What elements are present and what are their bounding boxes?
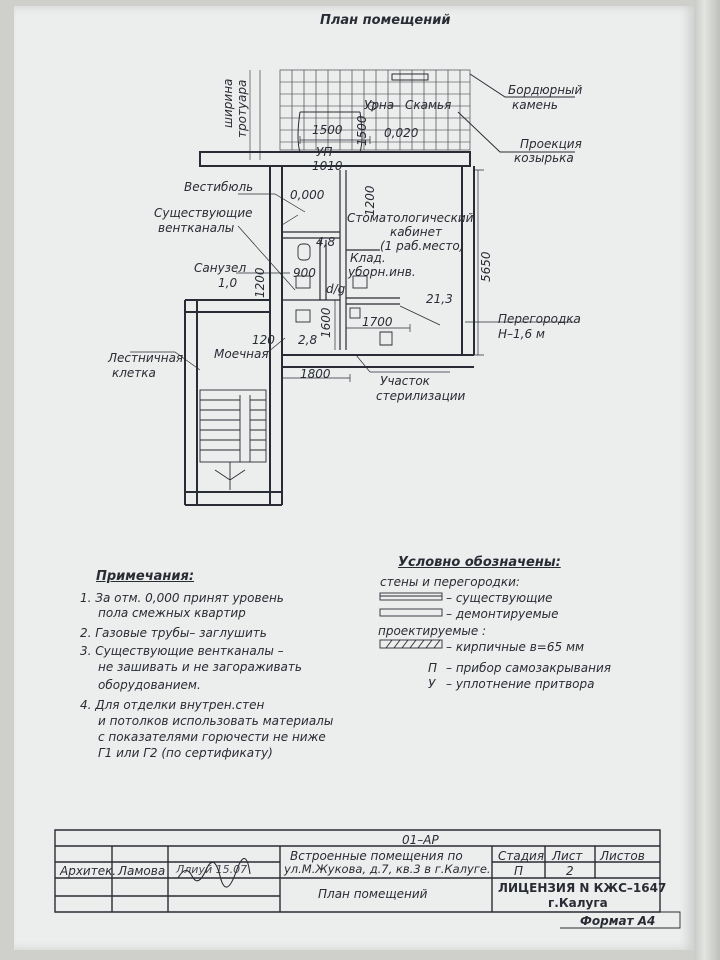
note-line: не зашивать и не загораживать [98, 660, 302, 674]
dim-120: 120 [252, 333, 275, 347]
dim-1600: 1600 [319, 307, 333, 338]
legend-designed: проектируемые : [378, 624, 487, 638]
legend-symbols [379, 592, 443, 649]
canopy-label-2: козырька [514, 151, 574, 165]
note-line: Г1 или Г2 (по сертификату) [98, 746, 273, 760]
legend-existing: – существующие [446, 591, 553, 605]
drawing-sheet [14, 6, 694, 950]
dim-1200-b: 1200 [253, 267, 267, 298]
paper-edge [694, 0, 720, 960]
author-name: Ламова [118, 864, 166, 878]
note-line: пола смежных квартир [98, 606, 246, 620]
curb-label-2: камень [512, 98, 558, 112]
urn-symbol [367, 101, 377, 111]
dim-900: 900 [293, 266, 316, 280]
curb-label-1: Бордюрный [508, 83, 583, 97]
legend-u-symbol: У [428, 677, 436, 691]
dim-dg: d/g [326, 282, 346, 296]
legend-p-symbol: П [428, 661, 438, 675]
legend-brick: – кирпичные в=65 мм [446, 640, 585, 654]
note-line: 1. За отм. 0,000 принят уровень [80, 591, 284, 605]
legend-u-text: – уплотнение притвора [446, 677, 595, 691]
dim-1700: 1700 [362, 315, 393, 329]
steril-label-2: стерилизации [376, 389, 466, 403]
object-desc-2: ул.М.Жукова, д.7, кв.3 в г.Калуге. [284, 862, 491, 876]
vestibule-label: Вестибюль [184, 180, 254, 194]
stair-label-2: клетка [112, 366, 156, 380]
sheet-header: Лист [552, 849, 583, 863]
walls [184, 151, 475, 506]
steril-label-1: Участок [380, 374, 430, 388]
vents-label-2: вентканалы [158, 221, 235, 235]
area-213: 21,3 [426, 292, 453, 306]
license: ЛИЦЕНЗИЯ N КЖС–1647 [498, 881, 667, 895]
area-28: 2,8 [298, 333, 318, 347]
note-line: оборудованием. [98, 678, 201, 692]
stair-label-1: Лестничная [108, 351, 184, 365]
leader-lines [130, 193, 575, 373]
doc-code: 01–АР [402, 833, 439, 847]
plan-title: План помещений [320, 13, 451, 28]
note-line: 2. Газовые трубы– заглушить [80, 626, 267, 640]
notes-heading: Примечания: [96, 569, 195, 584]
dim-1010: 1010 [312, 159, 343, 173]
legend-walls: стены и перегородки: [380, 575, 520, 589]
sidewalk-label-1: ширина [221, 78, 235, 128]
up-mark: УП [316, 145, 333, 159]
sheets-header: Листов [600, 849, 645, 863]
paper-format: Формат А4 [580, 914, 656, 928]
dim-1500-vertical: 1500 [355, 115, 369, 146]
note-line: и потолков использовать материалы [98, 714, 334, 728]
legend-demolished: – демонтируемые [446, 607, 559, 621]
paving-grid [279, 69, 471, 151]
dim-1200: 1200 [363, 185, 377, 216]
storage-label-1: Клад. [350, 251, 386, 265]
dim-1800: 1800 [300, 367, 331, 381]
vents-label-1: Существующие [154, 206, 253, 220]
stage-value: П [514, 864, 524, 878]
note-line: 3. Существующие вентканалы – [80, 644, 284, 658]
dental-label-1: Стоматологический [347, 211, 474, 225]
dim-0020: 0,020 [384, 126, 419, 140]
legend-p-text: – прибор самозакрывания [446, 661, 611, 675]
wash-label: Моечная [214, 347, 269, 361]
bench-symbol [391, 73, 429, 81]
storage-label-2: уборн.инв. [348, 265, 416, 279]
dental-label-3: (1 раб.место) [380, 239, 465, 253]
legend-heading: Условно обозначены: [398, 555, 561, 570]
dimension-lines [281, 136, 484, 382]
signature-stroke [177, 857, 251, 888]
note-line: с показателями горючести не ниже [98, 730, 326, 744]
urn-label: Урна [364, 98, 395, 112]
city: г.Калуга [548, 896, 608, 910]
role-label: Архитек. [60, 864, 117, 878]
dim-5650: 5650 [479, 251, 493, 282]
wc-label-1: Санузел [194, 261, 247, 275]
dental-label-2: кабинет [390, 225, 443, 239]
signature: Ллиуй 15.07 [176, 863, 248, 876]
stairs [199, 389, 267, 490]
fixtures [295, 243, 393, 346]
sidewalk-label-2: тротуара [235, 79, 249, 138]
note-line: 4. Для отделки внутрен.стен [80, 698, 265, 712]
sheet-value: 2 [566, 864, 574, 878]
partition-label-2: H–1,6 м [498, 327, 545, 341]
dim-0000: 0,000 [290, 188, 325, 202]
canopy-label-1: Проекция [520, 137, 582, 151]
dim-48: 4,8 [316, 235, 336, 249]
partitions [282, 170, 400, 350]
wc-label-2: 1,0 [218, 276, 238, 290]
stage-header: Стадия [498, 849, 545, 863]
object-desc-1: Встроенные помещения по [290, 849, 463, 863]
dim-1500: 1500 [312, 123, 343, 137]
partition-label-1: Перегородка [498, 312, 581, 326]
canopy-outline [297, 111, 363, 153]
bench-label: Скамья [405, 98, 452, 112]
sheet-name: План помещений [318, 887, 428, 901]
